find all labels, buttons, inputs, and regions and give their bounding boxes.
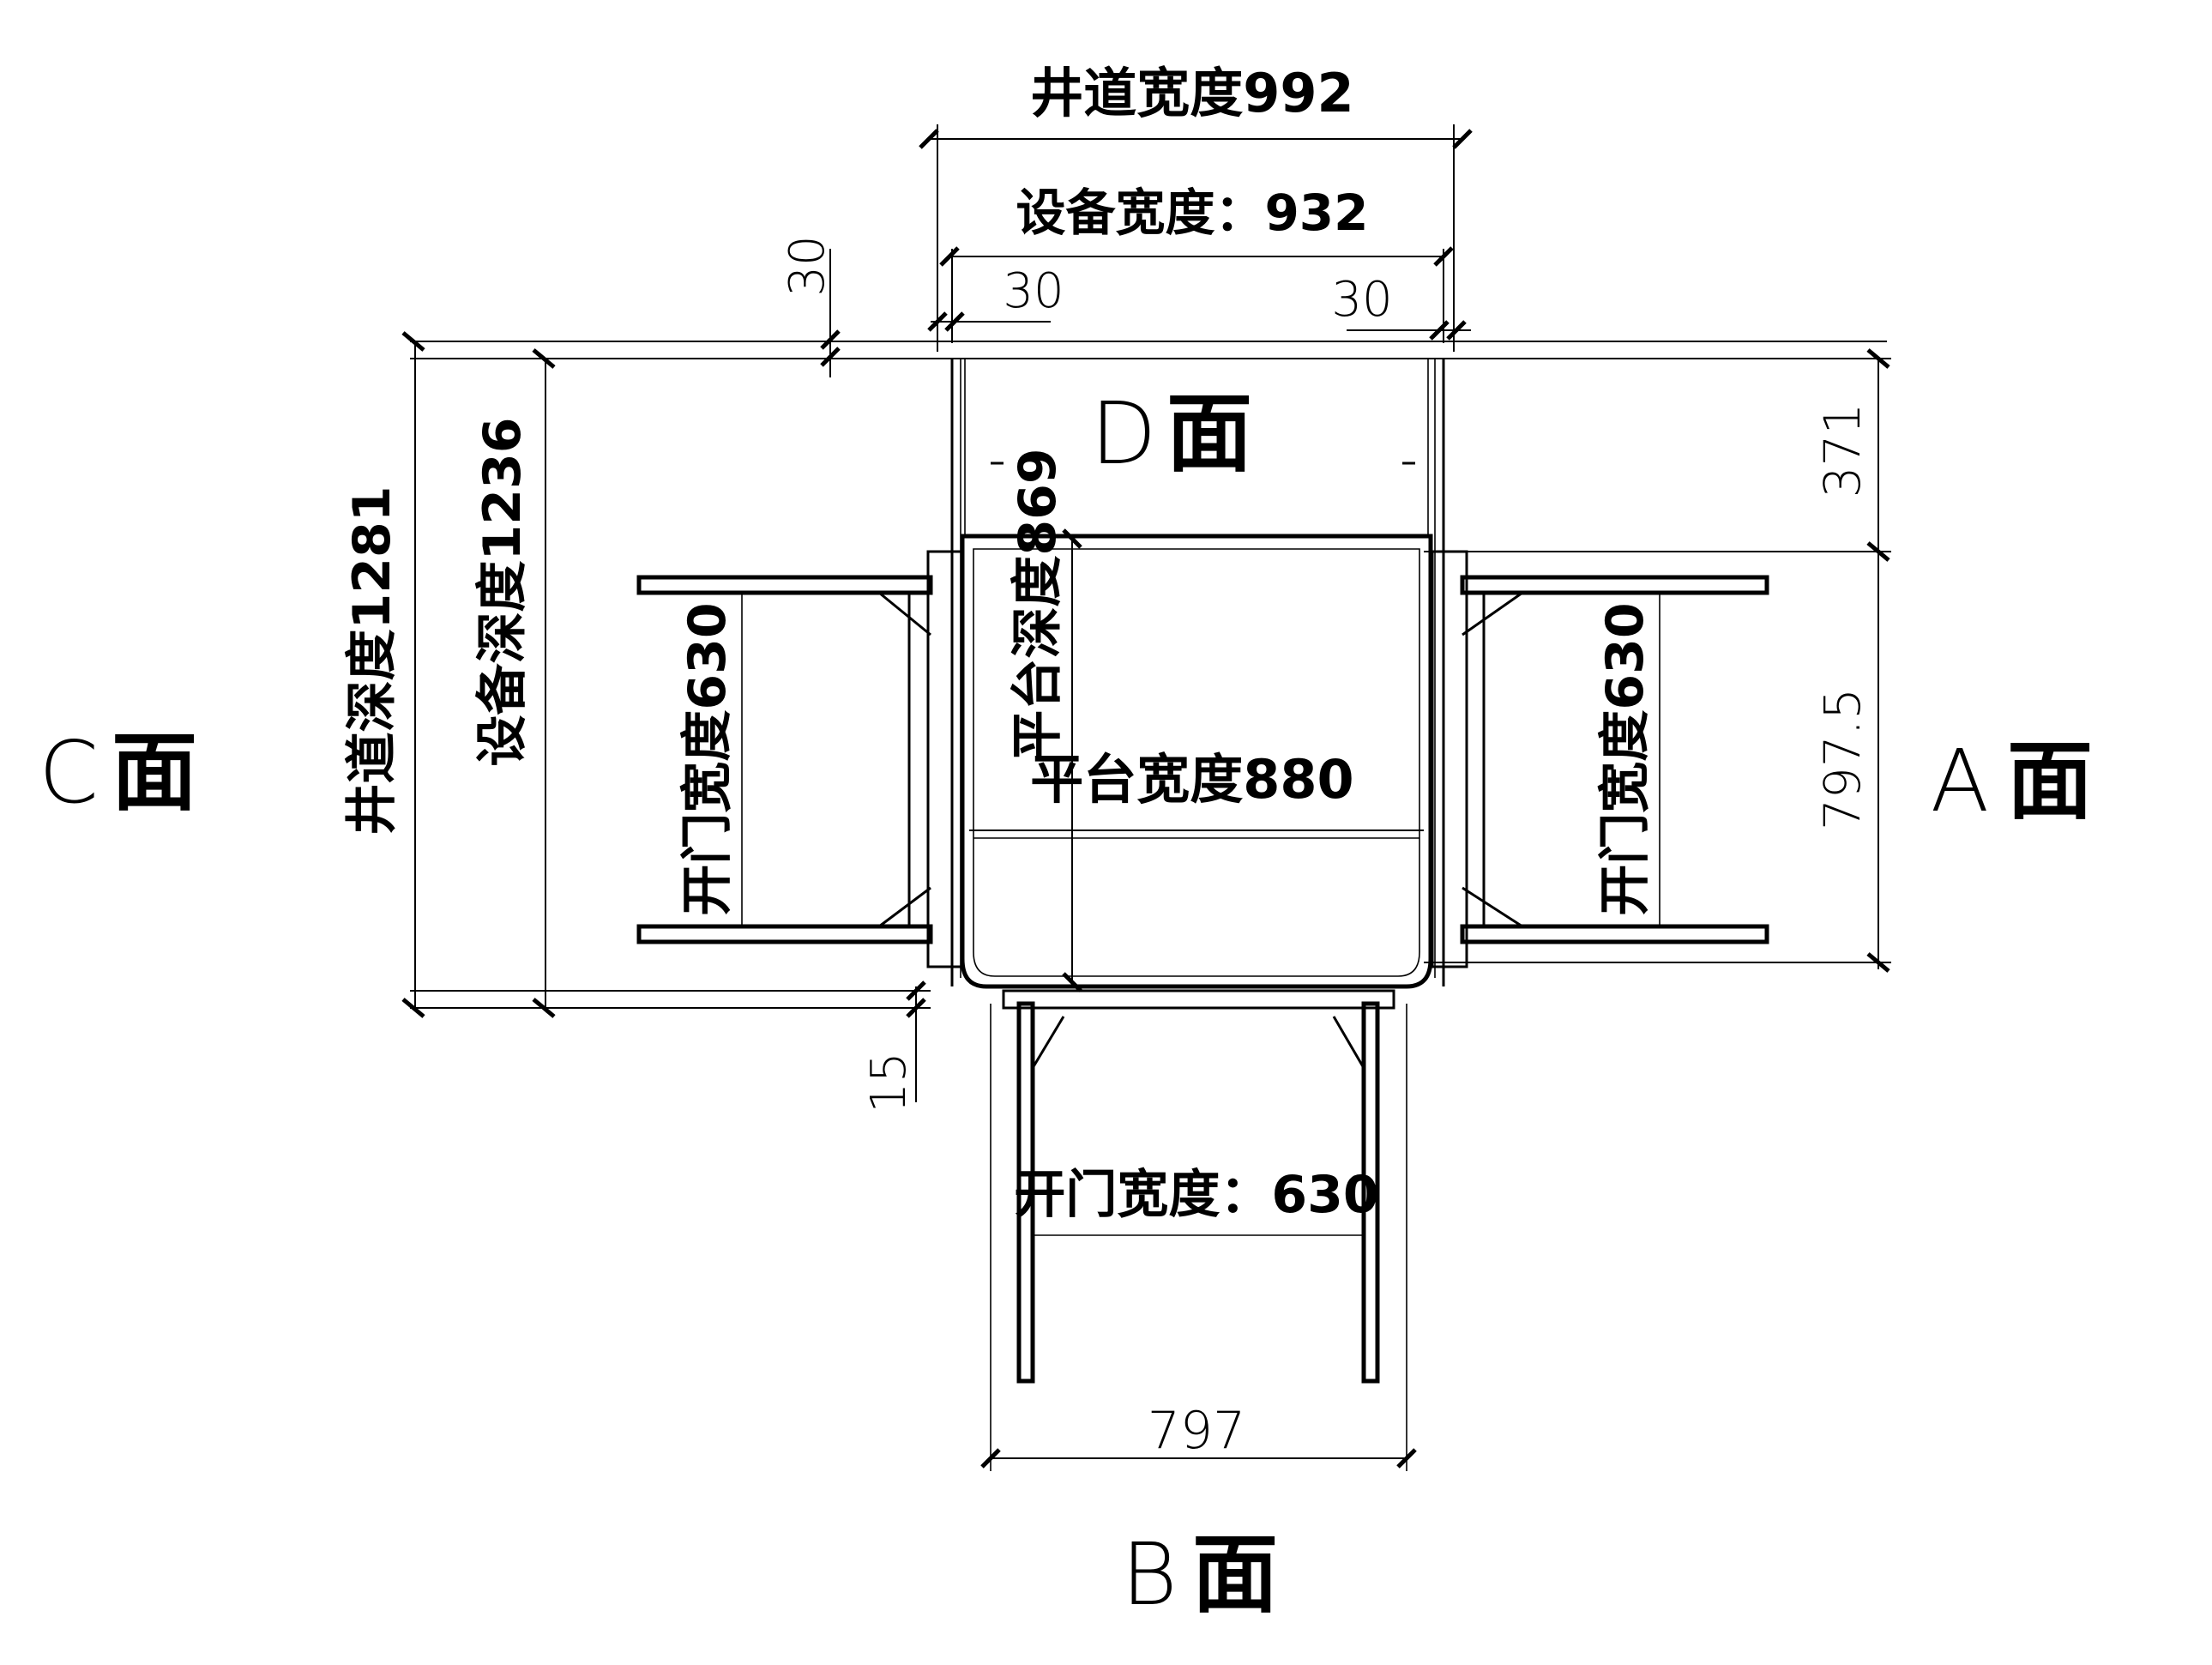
bottom-width-label: 797 [1148,1401,1246,1461]
face-c-letter: C [39,722,99,823]
equipment-frame [926,359,1468,992]
equipment-width-label: 设备宽度：932 [1016,184,1368,242]
equipment-depth-label: 设备深度1236 [473,418,533,767]
left-door [636,575,933,944]
bottom-gap-label: 15 [861,1052,917,1113]
shaft-depth-label: 井道深度1281 [342,486,402,836]
left-depth-dimensions [401,331,556,1018]
shaft-outline [410,341,1891,1009]
face-c-label: C 面 [39,722,197,823]
face-d-label: D 面 [1090,383,1252,484]
face-b-label: B 面 [1121,1524,1278,1625]
face-a-letter: A [1931,731,1989,831]
face-d-letter: D [1090,383,1156,484]
door-width-right-label: 开门宽度630 [1595,602,1655,915]
top-dimensions [820,124,1473,377]
gap-top-left-label: 30 [780,235,835,296]
gap-right-label: 30 [1331,272,1392,328]
right-dimensions [1866,348,1890,973]
bottom-door [906,980,1417,1471]
right-door [1460,575,1769,944]
door-width-bottom-label: 开门宽度：630 [1014,1165,1378,1225]
gap-left-label: 30 [1003,263,1064,319]
face-b-letter: B [1121,1524,1177,1625]
face-a-char: 面 [2007,731,2093,831]
platform-width-label: 平台宽度880 [1030,748,1353,811]
face-a-label: A 面 [1931,731,2093,831]
right-top-dim-label: 371 [1813,403,1871,498]
shaft-width-label: 井道宽度992 [1030,62,1353,124]
face-c-char: 面 [112,722,197,823]
right-mid-dim-label: 797.5 [1813,688,1871,830]
door-width-left-label: 开门宽度630 [678,602,738,915]
face-d-char: 面 [1166,383,1252,484]
face-b-char: 面 [1192,1524,1278,1625]
platform-depth-label: 平台深度869 [1008,448,1068,761]
